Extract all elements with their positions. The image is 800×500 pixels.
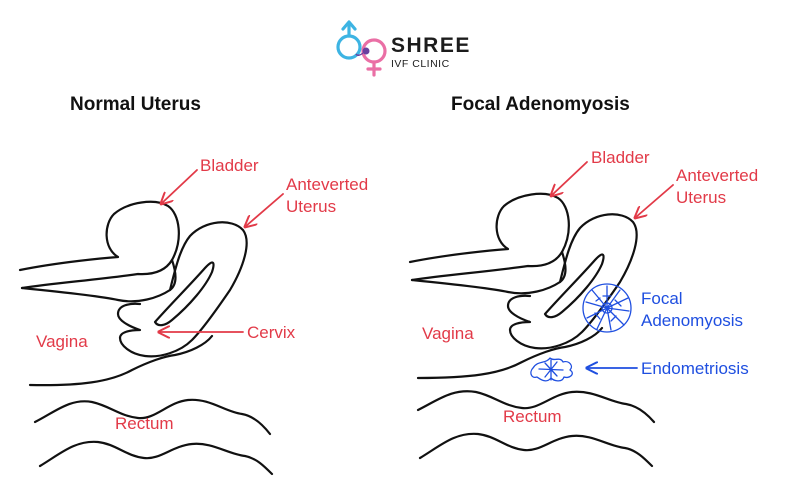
logo-subtitle: IVF CLINIC bbox=[391, 58, 450, 70]
right-panel-title: Focal Adenomyosis bbox=[451, 94, 630, 115]
left-panel-title: Normal Uterus bbox=[70, 94, 201, 115]
right-anterior-wall-outline bbox=[410, 250, 567, 295]
left-uterus-label-line1: Anteverted bbox=[286, 175, 368, 194]
right-rectum-upper-outline bbox=[416, 390, 656, 424]
clinic-logo: SHREE IVF CLINIC bbox=[336, 20, 471, 77]
left-vagina-label: Vagina bbox=[36, 332, 88, 351]
left-endometrial-cavity-outline bbox=[153, 261, 215, 327]
right-uterus-label-line2: Uterus bbox=[676, 188, 726, 207]
right-uterus-label-line1: Anteverted bbox=[676, 166, 758, 185]
right-bladder-label: Bladder bbox=[591, 148, 650, 167]
left-cervix-label: Cervix bbox=[247, 323, 296, 342]
endometriosis-label: Endometriosis bbox=[641, 359, 749, 378]
left-uterus-label-line2: Uterus bbox=[286, 197, 336, 216]
right-endometrial-cavity-outline bbox=[543, 253, 605, 319]
right-rectum-label: Rectum bbox=[503, 407, 562, 426]
left-uterus-outline bbox=[116, 221, 248, 358]
left-vagina-floor-outline bbox=[28, 334, 214, 387]
right-uterus-arrow bbox=[636, 184, 674, 217]
right-bladder-arrow bbox=[552, 161, 588, 195]
left-uterus-arrow bbox=[246, 193, 284, 226]
left-bladder-label: Bladder bbox=[200, 156, 259, 175]
focal-adenomyosis-label-line1: Focal bbox=[641, 289, 683, 308]
focal-adenomyosis-label-line2: Adenomyosis bbox=[641, 311, 743, 330]
right-vagina-label: Vagina bbox=[422, 324, 474, 343]
left-rectum-lower-outline bbox=[38, 440, 274, 476]
right-bladder-outline bbox=[408, 192, 570, 282]
left-bladder-outline bbox=[18, 200, 180, 290]
right-uterus-outline bbox=[506, 213, 638, 350]
right-rectum-lower-outline bbox=[418, 432, 654, 468]
endometriosis-lesion-icon bbox=[530, 357, 573, 382]
left-anterior-wall-outline bbox=[20, 258, 177, 303]
left-rectum-label: Rectum bbox=[115, 414, 174, 433]
right-anatomy-diagram bbox=[408, 192, 656, 468]
right-vagina-floor-outline bbox=[416, 326, 604, 380]
gender-symbols-icon bbox=[336, 20, 387, 77]
focal-adenomyosis-lesion-icon bbox=[582, 283, 632, 333]
left-bladder-arrow bbox=[162, 169, 198, 203]
left-rectum-upper-outline bbox=[33, 398, 272, 436]
logo-name: SHREE bbox=[391, 34, 471, 57]
